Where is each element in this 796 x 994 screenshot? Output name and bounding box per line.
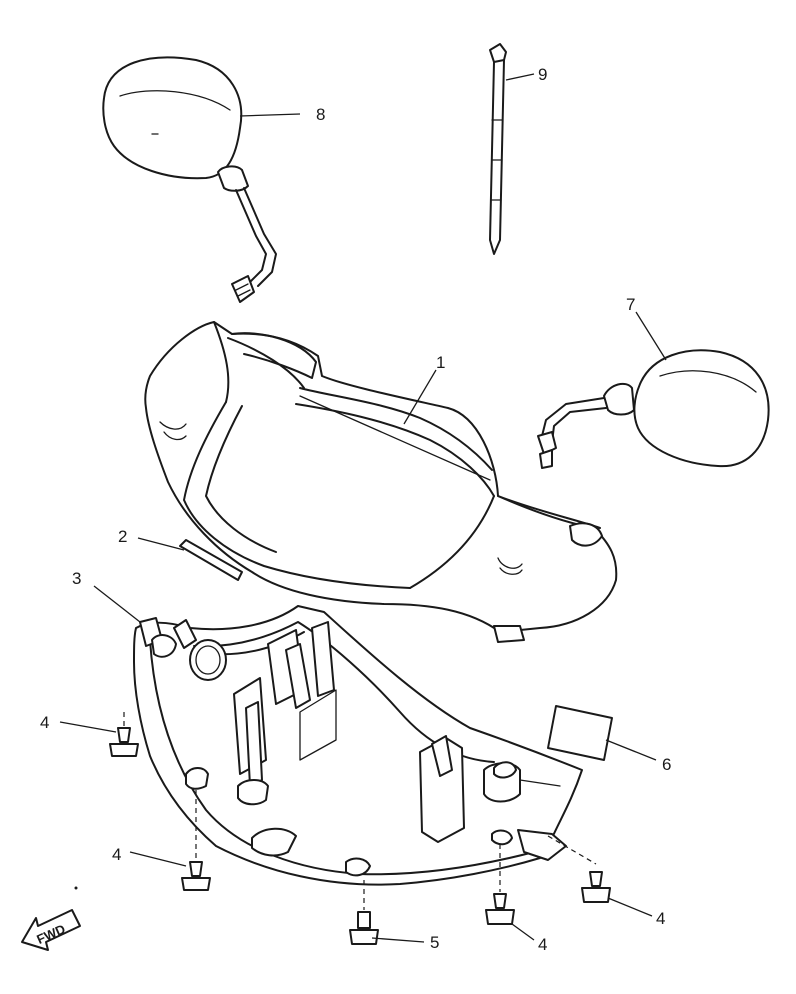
callout-8: 8: [316, 105, 325, 124]
emblem-strip-part-2: [179, 539, 243, 581]
handlebar-cover-lower: [133, 605, 583, 886]
label-pad-part-6: [547, 705, 613, 761]
callout-6: 6: [662, 755, 671, 774]
callout-4-bottom-right: 4: [656, 909, 665, 928]
callout-4-bottom-middle: 4: [538, 935, 547, 954]
callout-9: 9: [538, 65, 547, 84]
callout-1: 1: [436, 353, 445, 372]
callout-4-left: 4: [40, 713, 49, 732]
screw-part-4-bottom-left: [181, 790, 211, 891]
mirror-left-part-8: [102, 56, 277, 303]
cable-tie-part-9: [489, 43, 507, 255]
callout-3: 3: [72, 569, 81, 588]
forward-arrow-icon: FWD: [21, 909, 81, 951]
screw-part-4-bottom-right: [547, 835, 611, 903]
callout-2: 2: [118, 527, 127, 546]
screw-part-4-left: [109, 712, 139, 757]
callout-7: 7: [626, 295, 635, 314]
mirror-right-part-7: [537, 349, 770, 469]
handlebar-cover-upper-part-1: [144, 321, 618, 643]
callout-4-bottom-left: 4: [112, 845, 121, 864]
bolt-part-5: [349, 880, 379, 945]
callout-5: 5: [430, 933, 439, 952]
